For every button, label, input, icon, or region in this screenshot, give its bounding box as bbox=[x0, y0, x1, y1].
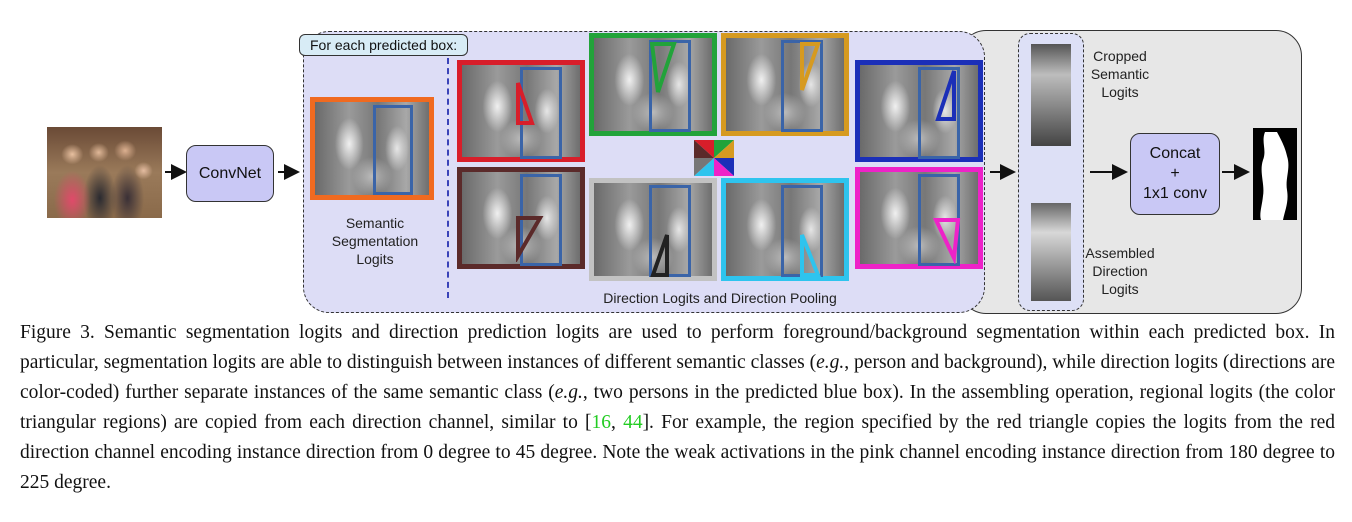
direction-thumb-gold bbox=[721, 33, 849, 136]
figure-caption: Figure 3. Semantic segmentation logits a… bbox=[20, 322, 1335, 493]
input-photo bbox=[47, 127, 162, 218]
triangle-gold bbox=[800, 42, 821, 91]
semantic-logits-thumb bbox=[310, 97, 434, 200]
per-box-tag: For each predicted box: bbox=[299, 34, 469, 56]
panel-divider bbox=[447, 58, 449, 298]
citation-link[interactable]: 16 bbox=[591, 412, 612, 433]
triangle-magenta bbox=[932, 218, 961, 264]
cropped-label: Cropped Semantic Logits bbox=[1090, 48, 1150, 100]
direction-thumb-navy bbox=[855, 60, 983, 162]
direction-thumb-magenta bbox=[855, 167, 983, 269]
direction-thumb-cyan bbox=[721, 178, 849, 281]
convnet-label: ConvNet bbox=[198, 164, 262, 182]
triangle-navy bbox=[935, 70, 956, 121]
assembled-direction-thumb bbox=[1031, 203, 1071, 301]
direction-thumb-gray bbox=[589, 178, 717, 281]
predicted-box bbox=[373, 105, 413, 195]
triangle-maroon bbox=[516, 216, 544, 262]
arrows-layer bbox=[165, 164, 1250, 180]
triangle-red bbox=[516, 82, 535, 125]
cropped-semantic-thumb bbox=[1031, 44, 1071, 146]
triangle-cyan bbox=[800, 234, 821, 277]
concat-node: Concat + 1x1 conv bbox=[1130, 133, 1220, 215]
direction-pooling-label: Direction Logits and Direction Pooling bbox=[603, 290, 837, 306]
assembled-label: Assembled Direction Logits bbox=[1085, 245, 1155, 297]
direction-thumb-red bbox=[457, 60, 585, 162]
convnet-node: ConvNet bbox=[186, 145, 274, 202]
semantic-logits-label: Semantic Segmentation Logits bbox=[331, 215, 419, 267]
citation-link[interactable]: 44 bbox=[623, 412, 643, 433]
direction-color-wheel-icon bbox=[694, 140, 734, 176]
direction-thumb-green bbox=[589, 33, 717, 136]
triangle-gray bbox=[650, 234, 669, 277]
direction-thumb-maroon bbox=[457, 167, 585, 269]
output-mask bbox=[1253, 128, 1297, 220]
triangle-green bbox=[649, 42, 677, 93]
